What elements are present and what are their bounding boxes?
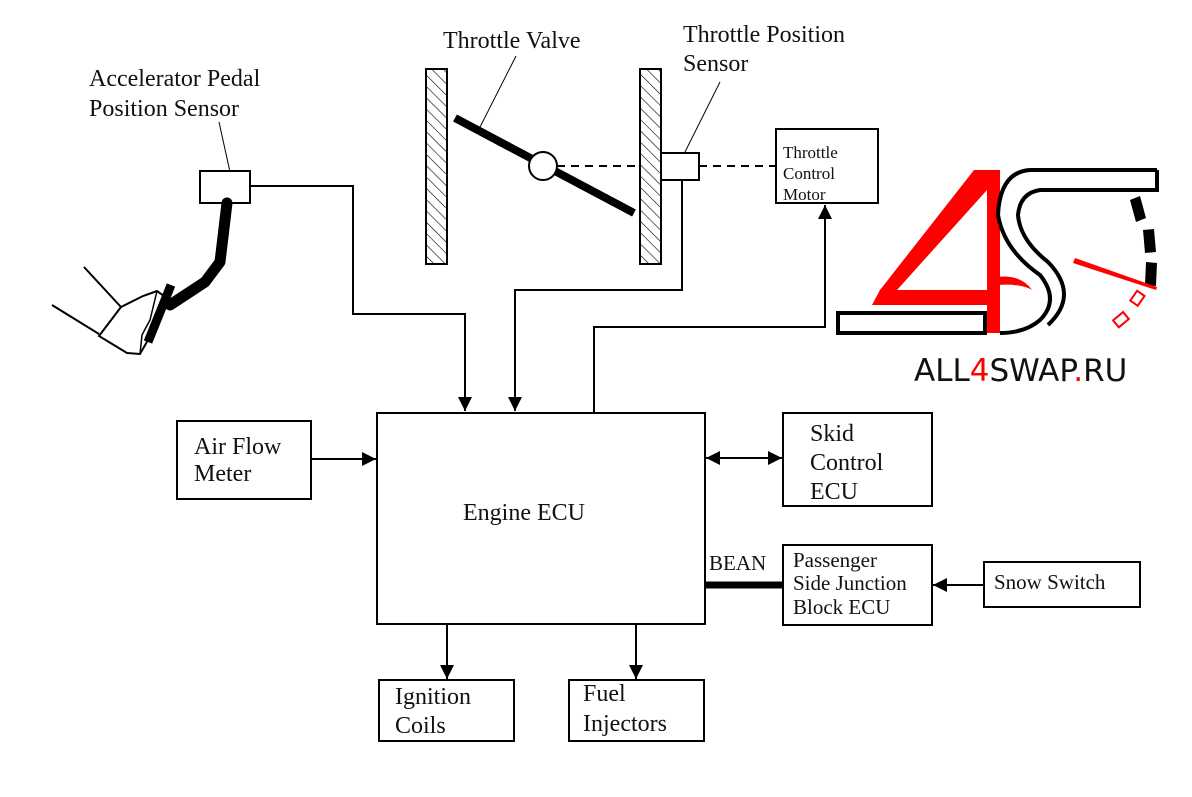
fuel-injectors-label-line1: Fuel [583, 681, 626, 707]
logo-road-s-inner [1015, 170, 1159, 327]
skid-control-ecu-label-line1: Skid [810, 421, 854, 447]
logo-gauge-ticks [1130, 196, 1157, 286]
shoe-detail [139, 290, 158, 355]
logo-road-bottom [836, 311, 987, 335]
wire-app-sensor-to-ecu [250, 185, 472, 411]
skid-control-ecu-label-line3: ECU [810, 479, 858, 505]
junction-block-label-line1: Passenger [793, 548, 877, 572]
pedal-arm [164, 197, 233, 311]
throttle-position-sensor-label-line2: Sensor [683, 51, 748, 77]
logo-gauge-needle [1073, 258, 1157, 290]
leader-line [218, 121, 231, 173]
accelerator-pedal-label-line2: Position Sensor [89, 96, 239, 122]
passenger-junction-block-ecu-box [782, 544, 933, 626]
throttle-control-motor-label-line2: Control [783, 164, 835, 183]
engine-ecu-label: Engine ECU [463, 500, 585, 526]
logo-swoosh [989, 276, 1032, 290]
throttle-bore-wall-right [639, 68, 662, 265]
junction-block-label-line2: Side Junction [793, 571, 907, 595]
throttle-position-sensor-label-line1: Throttle Position [683, 22, 845, 48]
skid-control-ecu-box [782, 412, 933, 507]
throttle-control-motor-label-line3: Motor [783, 185, 826, 204]
throttle-control-motor-label-line1: Throttle [783, 143, 838, 162]
bean-bus-label: BEAN [709, 551, 766, 575]
throttle-position-sensor-box [660, 152, 700, 181]
foot-shoe [51, 266, 166, 356]
accelerator-pedal-label-line1: Accelerator Pedal [89, 66, 261, 92]
engine-ecu-box [376, 412, 706, 625]
logo-four-glyph [872, 170, 1000, 333]
fuel-injectors-box [568, 679, 705, 742]
skid-control-ecu-label-line2: Control [810, 450, 884, 476]
throttle-shaft [528, 151, 558, 181]
throttle-bore-wall-left [425, 68, 448, 265]
ignition-coils-label-line2: Coils [395, 713, 446, 739]
leader-line [476, 55, 517, 134]
air-flow-meter-box [176, 420, 312, 500]
ignition-coils-label-line1: Ignition [395, 684, 471, 710]
logo-wordmark: ALL4SWAP.RU [914, 353, 1127, 389]
accelerator-pedal-assembly: Accelerator Pedal Position Sensor [51, 66, 261, 356]
air-flow-meter-label-line1: Air Flow [194, 434, 282, 460]
throttle-body: Throttle Valve Throttle Position Sensor … [425, 22, 879, 265]
fuel-injectors-label-line2: Injectors [583, 711, 667, 737]
signal-wires-top [250, 180, 832, 412]
logo-red-tick [1128, 289, 1146, 308]
wire-tps-to-ecu [508, 180, 683, 411]
all4swap-logo: ALL4SWAP.RU [836, 168, 1159, 389]
ignition-coils-box [378, 679, 515, 742]
snow-switch-label: Snow Switch [994, 570, 1106, 594]
junction-block-label-line3: Block ECU [793, 595, 890, 619]
throttle-valve-label: Throttle Valve [443, 28, 581, 54]
throttle-control-motor-box [775, 128, 879, 204]
air-flow-meter-label-line2: Meter [194, 461, 251, 487]
logo-red-tick [1111, 310, 1131, 329]
snow-switch-box [983, 561, 1141, 608]
logo-road-s-outer [995, 168, 1157, 335]
wire-ecu-to-throttle-motor [593, 205, 832, 412]
